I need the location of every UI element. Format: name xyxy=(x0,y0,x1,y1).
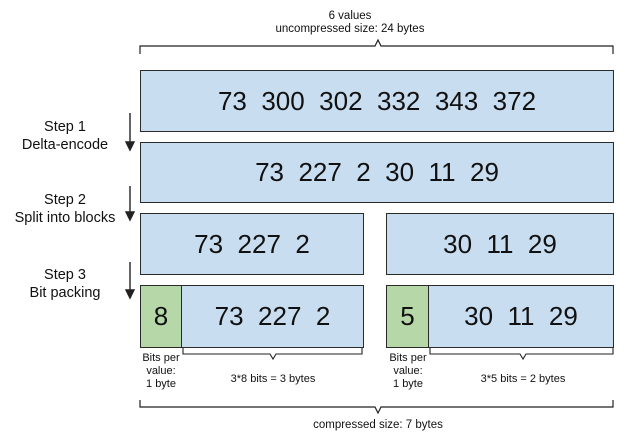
block-1-packed-values: 73 227 2 xyxy=(214,301,331,331)
bits-per-value-2-line1: Bits per xyxy=(389,352,427,364)
block-2-bit-width: 5 xyxy=(400,301,415,331)
header-uncompressed-size: uncompressed size: 24 bytes xyxy=(275,23,425,35)
bits-per-value-2-line2: value: xyxy=(393,365,423,377)
block-2-bit-width-box: 5 xyxy=(386,285,429,348)
step-1-desc: Delta-encode xyxy=(21,137,109,153)
step-2-label: Step 2 Split into blocks xyxy=(0,191,130,227)
block-1-bit-width: 8 xyxy=(153,301,169,331)
top-brace xyxy=(139,38,614,54)
step-2-title: Step 2 xyxy=(44,192,86,208)
bottom-brace xyxy=(139,400,614,415)
block-1-packed-box: 73 227 2 xyxy=(181,285,364,348)
compressed-size: compressed size: 7 bytes xyxy=(313,419,443,431)
step-3-title: Step 3 xyxy=(44,267,86,283)
block-2-packed-box: 30 11 29 xyxy=(428,285,614,348)
step-arrow-2 xyxy=(124,186,136,222)
bits-per-value-1-line2: value: xyxy=(146,365,176,377)
bits-per-value-2-line3: 1 byte xyxy=(393,378,423,390)
block1-size-brace xyxy=(182,348,363,361)
block-2-box: 30 11 29 xyxy=(386,213,614,275)
original-values-box: 73 300 302 332 343 372 xyxy=(140,70,614,132)
delta-values: 73 227 2 30 11 29 xyxy=(255,157,499,187)
header-count: 6 values xyxy=(328,10,372,22)
step-2-desc: Split into blocks xyxy=(14,210,116,226)
block-1-size: 3*8 bits = 3 bytes xyxy=(230,373,316,385)
bits-per-value-1-line1: Bits per xyxy=(142,352,180,364)
delta-values-box: 73 227 2 30 11 29 xyxy=(140,142,614,203)
step-1-label: Step 1 Delta-encode xyxy=(0,118,130,154)
block-1-box: 73 227 2 xyxy=(140,213,364,275)
block-2-packed-values: 30 11 29 xyxy=(464,301,578,331)
step-1-title: Step 1 xyxy=(44,119,86,135)
step-arrow-3 xyxy=(124,262,136,300)
block-1-values: 73 227 2 xyxy=(194,228,310,259)
step-3-label: Step 3 Bit packing xyxy=(0,266,130,302)
step-arrow-1 xyxy=(124,113,136,152)
block-1-bit-width-box: 8 xyxy=(140,285,182,348)
original-values: 73 300 302 332 343 372 xyxy=(217,85,537,116)
bits-per-value-1-line3: 1 byte xyxy=(146,378,176,390)
bits-per-value-1: Bits per value: 1 byte xyxy=(128,352,194,391)
block-2-size: 3*5 bits = 2 bytes xyxy=(480,373,566,385)
block-2-values: 30 11 29 xyxy=(443,228,557,259)
bits-per-value-2: Bits per value: 1 byte xyxy=(375,352,441,391)
block2-size-brace xyxy=(429,348,614,361)
step-3-desc: Bit packing xyxy=(29,285,101,301)
